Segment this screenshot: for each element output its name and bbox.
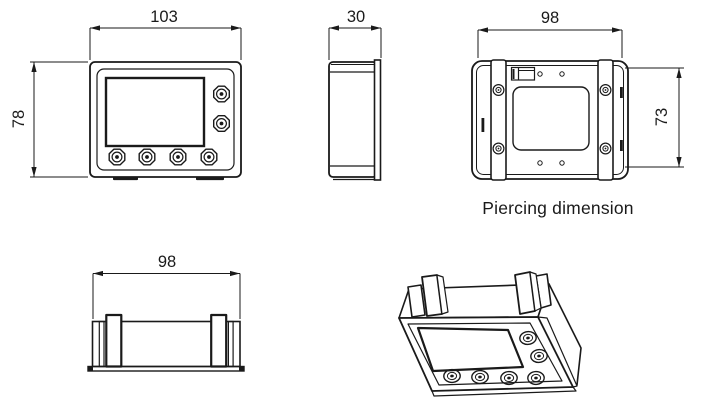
rear-edge-slot xyxy=(481,118,485,132)
rear-body-outline xyxy=(471,60,629,180)
bottom-width-dimension: 98 xyxy=(92,253,241,319)
piercing-caption: Piercing dimension xyxy=(482,198,633,218)
rear-connector xyxy=(510,66,536,81)
rear-hole xyxy=(559,71,565,77)
rear-mounting-rail-left xyxy=(490,59,507,181)
piercing-width-dimension: 98 xyxy=(477,9,623,58)
front-bottom-tab xyxy=(113,176,138,181)
flange-end-cap xyxy=(88,366,93,371)
front-display-screen xyxy=(104,76,206,148)
front-button xyxy=(169,148,187,166)
rear-inner-outline xyxy=(476,65,624,175)
dim-label-front-height: 78 xyxy=(10,110,28,128)
bottom-clamp xyxy=(210,313,228,368)
isometric-view xyxy=(398,271,582,397)
dim-label-side-depth: 30 xyxy=(347,8,365,26)
front-height-dimension: 78 xyxy=(10,61,88,178)
bottom-clamp xyxy=(105,313,123,368)
rear-mounting-rail-right xyxy=(597,59,614,181)
dim-label-piercing-height: 73 xyxy=(653,108,671,126)
rear-enclosure-box xyxy=(512,86,590,151)
flange-end-cap xyxy=(239,366,244,371)
rear-hole xyxy=(559,160,565,166)
rear-edge-slot xyxy=(620,87,623,98)
iso-clamp-front-right-side xyxy=(529,271,542,312)
front-view: 103 78 xyxy=(10,8,242,181)
front-button xyxy=(138,148,156,166)
side-body-outline xyxy=(328,61,378,178)
front-bezel xyxy=(96,68,235,171)
rear-edge-slot xyxy=(620,140,623,151)
iso-front-panel xyxy=(398,316,574,392)
rear-hole xyxy=(537,160,543,166)
front-button xyxy=(212,114,231,133)
front-bottom-tab xyxy=(196,176,224,181)
bottom-front-flange xyxy=(87,365,245,372)
bottom-side-wall xyxy=(98,320,105,368)
rear-view: 98 73 Piercing dimension xyxy=(471,9,684,218)
iso-display-screen xyxy=(416,326,525,373)
dim-label-piercing-width: 98 xyxy=(541,9,559,27)
side-view: 30 xyxy=(328,8,382,181)
side-front-flange xyxy=(373,59,382,181)
bottom-side-wall xyxy=(227,320,234,368)
side-depth-dimension: 30 xyxy=(328,8,382,60)
front-body-outline xyxy=(89,61,242,178)
front-width-dimension: 103 xyxy=(89,8,242,60)
dim-label-bottom-width: 98 xyxy=(158,253,176,271)
iso-front-bezel xyxy=(407,322,563,386)
piercing-height-dimension: 73 xyxy=(625,67,684,168)
iso-clamp-front-left-side xyxy=(436,274,449,315)
front-button xyxy=(212,85,231,103)
rear-hole xyxy=(537,71,543,77)
iso-clamp-back-left xyxy=(407,284,426,318)
bottom-view: 98 xyxy=(87,253,245,372)
front-button xyxy=(108,148,126,166)
front-button xyxy=(200,148,218,166)
dim-label-front-width: 103 xyxy=(150,8,178,26)
